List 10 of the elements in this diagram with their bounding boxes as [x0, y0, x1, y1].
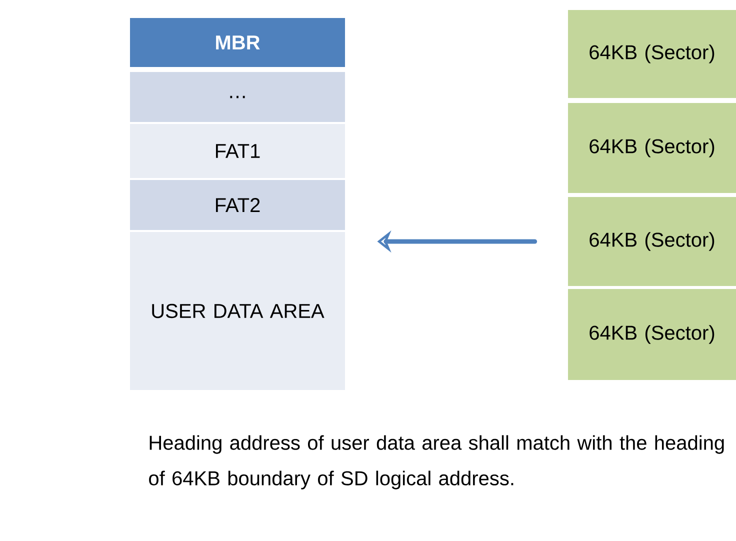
table-cell: FAT1	[130, 124, 345, 178]
header-cell: MBR	[130, 18, 345, 67]
table-cell: USER DATA AREA	[130, 232, 345, 390]
sector-box: 64KB (Sector)	[568, 10, 736, 98]
sector-box: 64KB (Sector)	[568, 103, 736, 193]
table-cell: …	[130, 72, 345, 122]
sector-box: 64KB (Sector)	[568, 289, 736, 380]
note-text: Heading address of user data area shall match with the heading of 64KB boundary of SD logical address.	[149, 435, 724, 490]
table-cell: FAT2	[130, 180, 345, 230]
sector-box: 64KB (Sector)	[568, 197, 736, 286]
